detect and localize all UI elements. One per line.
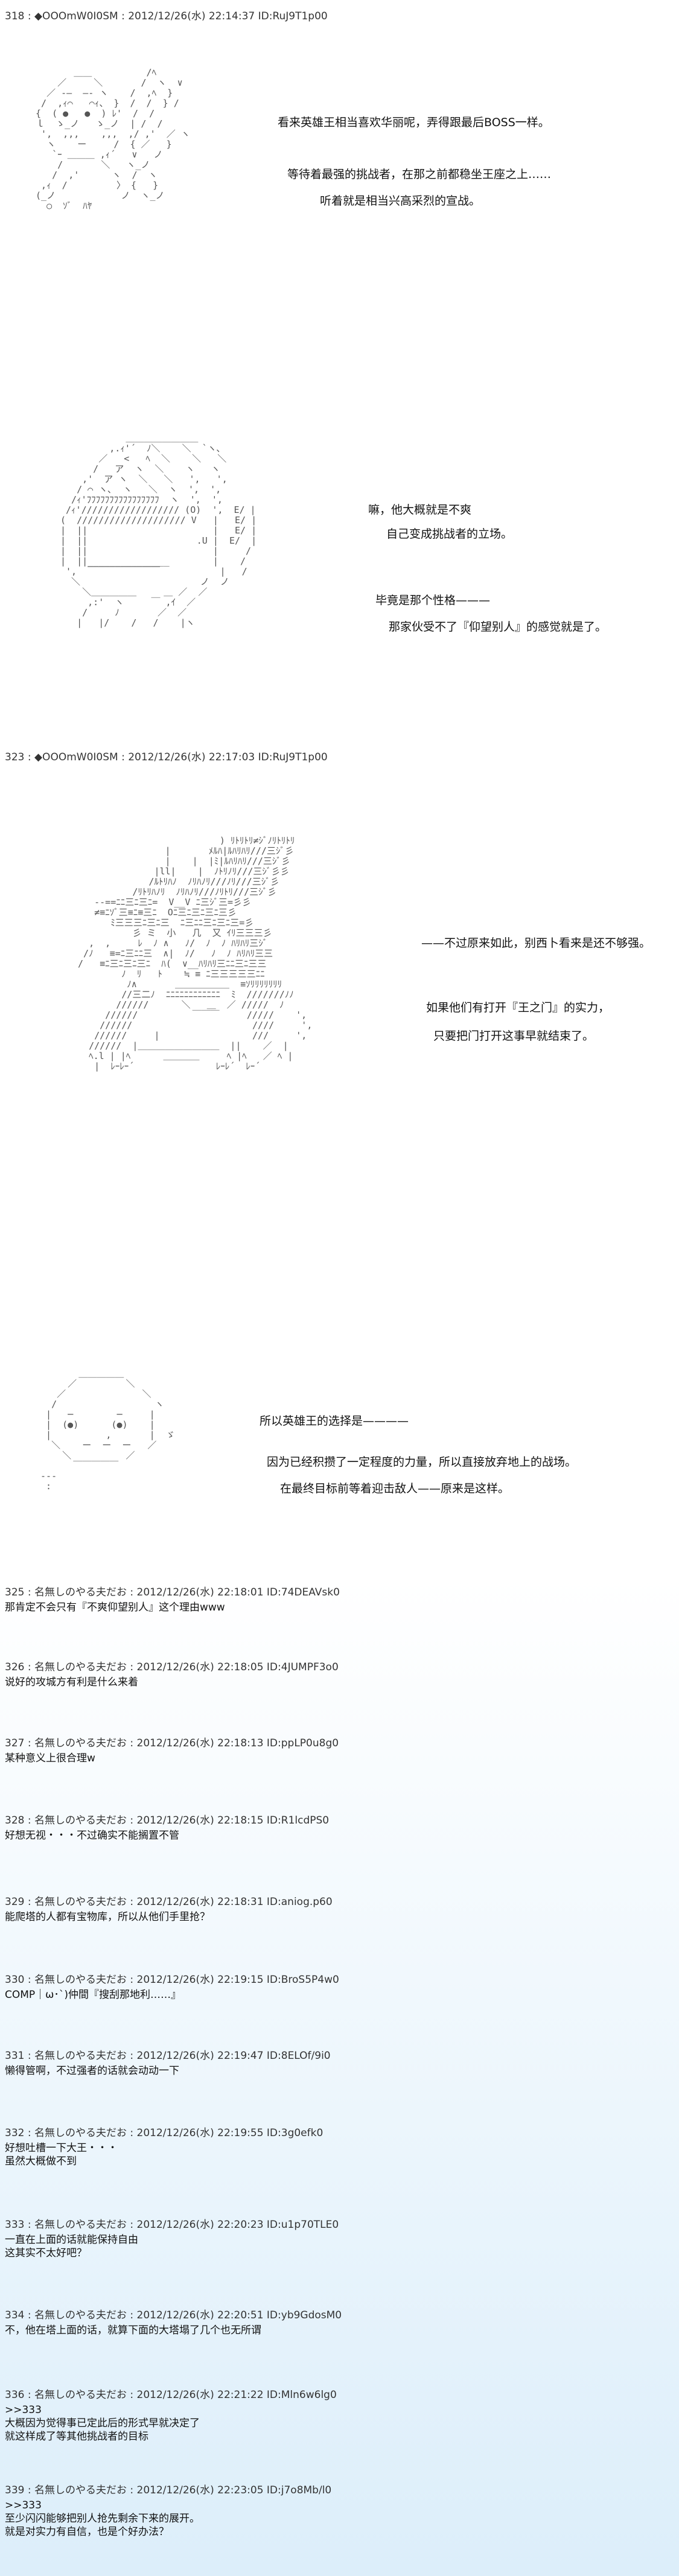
comment: 328 : 名無しのやる夫だお : 2012/12/26(水) 22:18:15…: [5, 1811, 669, 1842]
comment-header: 331 : 名無しのやる夫だお : 2012/12/26(水) 22:19:47…: [5, 2050, 331, 2062]
comment-body: 说好的攻城方有利是什么来着: [5, 1676, 138, 1688]
comment: 336 : 名無しのやる夫だお : 2012/12/26(水) 22:21:22…: [5, 2386, 669, 2443]
ascii-art-warrior: ) ﾘﾄﾘﾄﾘ≠ｼﾞﾉﾘﾄﾘﾄﾘ | ﾒﾙﾊ|ﾙﾊﾘﾊﾘ///三ｼﾞ彡 | | …: [78, 836, 313, 1072]
comment-body: 某种意义上很合理w: [5, 1752, 95, 1764]
comment-header: 336 : 名無しのやる夫だお : 2012/12/26(水) 22:21:22…: [5, 2389, 337, 2401]
comment: 330 : 名無しのやる夫だお : 2012/12/26(水) 22:19:15…: [5, 1971, 669, 2002]
comment-header: 330 : 名無しのやる夫だお : 2012/12/26(水) 22:19:15…: [5, 1974, 339, 1986]
narration-line: 那家伙受不了『仰望别人』的感觉就是了。: [389, 620, 607, 634]
post-header: 323 : ◆OOOmW0I0SM : 2012/12/26(水) 22:17:…: [5, 751, 328, 763]
comment-body: 那肯定不会只有『不爽仰望别人』这个理由www: [5, 1601, 225, 1614]
comment-header: 325 : 名無しのやる夫だお : 2012/12/26(水) 22:18:01…: [5, 1586, 340, 1598]
comment-body: 一直在上面的话就能保持自由 这其实不太好吧？: [5, 2234, 138, 2259]
comment: 334 : 名無しのやる夫だお : 2012/12/26(水) 22:20:51…: [5, 2306, 669, 2337]
narration-line: 只要把门打开这事早就结束了。: [433, 1029, 595, 1043]
narration-line: 自己变成挑战者的立场。: [386, 527, 513, 541]
comment-body: 不，他在塔上面的话，就算下面的大塔塌了几个也无所谓: [5, 2324, 261, 2336]
narration-line: 看来英雄王相当喜欢华丽呢，弄得跟最后BOSS一样。: [278, 116, 550, 129]
narration-line: 因为已经积攒了一定程度的力量，所以直接放弃地上的战场。: [267, 1455, 577, 1469]
comment: 339 : 名無しのやる夫だお : 2012/12/26(水) 22:23:05…: [5, 2481, 669, 2539]
narration-line: ——不过原来如此，别西卜看来是还不够强。: [421, 937, 651, 950]
comment: 327 : 名無しのやる夫だお : 2012/12/26(水) 22:18:13…: [5, 1734, 669, 1765]
comment-body: COMP｜ω･`)仲間『搜刮那地利……』: [5, 1989, 182, 2001]
comment-header: 339 : 名無しのやる夫だお : 2012/12/26(水) 22:23:05…: [5, 2484, 332, 2496]
post-header: 318 : ◆OOOmW0I0SM : 2012/12/26(水) 22:14:…: [5, 10, 328, 22]
comment-body: >>333 至少闪闪能够把别人抢先剩余下来的展开。 就是对实力有自信，也是个好办…: [5, 2499, 200, 2538]
comment: 325 : 名無しのやる夫だお : 2012/12/26(水) 22:18:01…: [5, 1583, 669, 1614]
comment: 329 : 名無しのやる夫だお : 2012/12/26(水) 22:18:31…: [5, 1893, 669, 1924]
narration-line: 等待着最强的挑战者，在那之前都稳坐王座之上……: [287, 168, 552, 181]
narration-line: 如果他们有打开『王之门』的实力，: [426, 1001, 610, 1014]
comments-section: 325 : 名無しのやる夫だお : 2012/12/26(水) 22:18:01…: [0, 1576, 679, 2576]
narration-line: 毕竟是那个性格———: [375, 594, 491, 607]
narration-line: 嘛，他大概就是不爽: [368, 503, 472, 517]
comment-header: 326 : 名無しのやる夫だお : 2012/12/26(水) 22:18:05…: [5, 1661, 339, 1673]
comment-header: 327 : 名無しのやる夫だお : 2012/12/26(水) 22:18:13…: [5, 1737, 339, 1749]
comment: 333 : 名無しのやる夫だお : 2012/12/26(水) 22:20:23…: [5, 2216, 669, 2260]
comment: 332 : 名無しのやる夫だお : 2012/12/26(水) 22:19:55…: [5, 2124, 669, 2168]
comment-body: 好想吐槽一下大王・・・ 虽然大概做不到: [5, 2142, 118, 2167]
comment-header: 332 : 名無しのやる夫だお : 2012/12/26(水) 22:19:55…: [5, 2127, 324, 2139]
comment-body: >>333 大概因为觉得事已定此后的形式早就决定了 就这样成了等其他挑战者的目标: [5, 2404, 200, 2443]
comment: 326 : 名無しのやる夫だお : 2012/12/26(水) 22:18:05…: [5, 1658, 669, 1689]
comment-header: 334 : 名無しのやる夫だお : 2012/12/26(水) 22:20:51…: [5, 2309, 342, 2321]
comment-body: 能爬塔的人都有宝物库，所以从他们手里抢？: [5, 1911, 210, 1923]
comment-header: 329 : 名無しのやる夫だお : 2012/12/26(水) 22:18:31…: [5, 1896, 333, 1908]
comment-header: 333 : 名無しのやる夫だお : 2012/12/26(水) 22:20:23…: [5, 2219, 339, 2231]
comment-body: 懒得管啊，不过强者的话就会动动一下: [5, 2065, 179, 2077]
narration-line: 听着就是相当兴高采烈的宣战。: [320, 194, 481, 208]
narration-line: 所以英雄王的选择是————: [260, 1414, 409, 1428]
comment-body: 好想无视・・・不过确实不能搁置不管: [5, 1830, 179, 1842]
comment-header: 328 : 名無しのやる夫だお : 2012/12/26(水) 22:18:15…: [5, 1814, 330, 1827]
narration-line: 在最终目标前等着迎击敌人——原来是这样。: [280, 1482, 510, 1495]
ascii-art-face-small: ＿＿＿＿＿ ／ ＼ ／ ＼ / ヽ | ─ ─ | | (●) (●) | | …: [40, 1369, 175, 1492]
ascii-art-face: ＿＿ /ﾍ ／ ＼ / ヽ ∨ ／ -― ―- ヽ / ,ﾍ } / ,ｨ⌒ ⌒…: [36, 68, 190, 211]
comment: 331 : 名無しのやる夫だお : 2012/12/26(水) 22:19:47…: [5, 2047, 669, 2078]
ascii-art-figure: ＿＿＿＿＿＿＿＿ ,.ｨ'´ ﾉ＼ ＼ `ヽ､ ／ < ﾍ ＼ ＼ ＼ / ア …: [60, 433, 257, 628]
